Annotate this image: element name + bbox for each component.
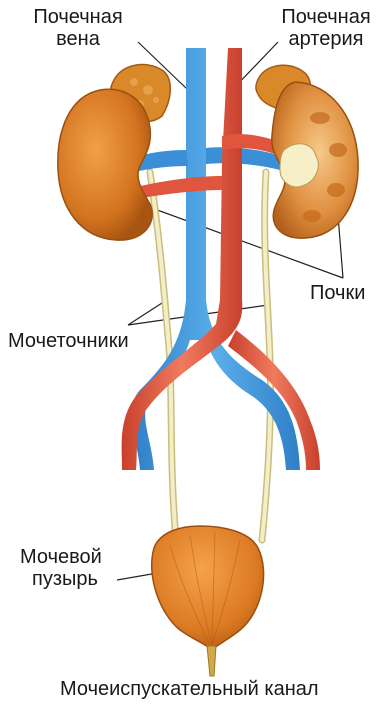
label-renal-vein-line2: вена [18, 28, 138, 50]
label-renal-artery-line1: Почечная [266, 6, 386, 28]
label-bladder-line2: пузырь [20, 568, 102, 590]
label-bladder-line1: Мочевой [20, 546, 102, 568]
label-bladder: Мочевой пузырь [20, 546, 102, 590]
label-renal-artery-line2: артерия [266, 28, 386, 50]
label-renal-vein-line1: Почечная [18, 6, 138, 28]
urethra [207, 646, 216, 676]
label-renal-vein: Почечная вена [18, 6, 138, 50]
bladder-shape [152, 526, 264, 650]
label-renal-artery: Почечная артерия [266, 6, 386, 50]
label-kidneys: Почки [310, 282, 365, 304]
label-ureters: Мочеточники [8, 330, 129, 352]
label-urethra: Мочеиспускательный канал [60, 678, 319, 700]
left-kidney [58, 89, 152, 240]
